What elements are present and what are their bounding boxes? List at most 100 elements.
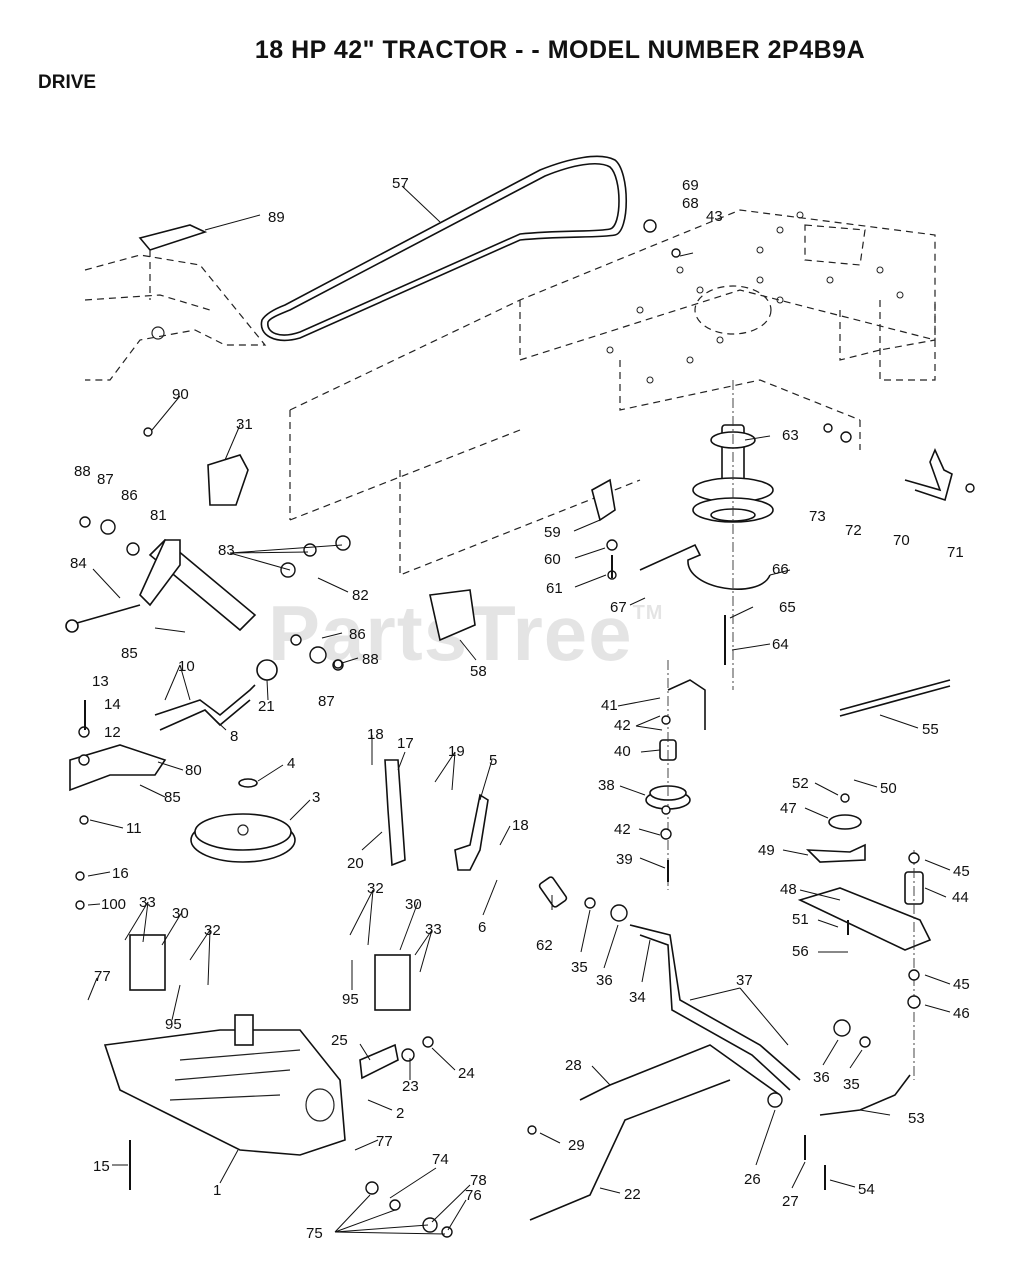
callout-95: 95 [165, 1016, 182, 1033]
callout-1: 1 [213, 1182, 221, 1199]
callout-19: 19 [448, 743, 465, 760]
callout-88b: 88 [362, 651, 379, 668]
part-22-rod [529, 1079, 731, 1221]
hardware-fasteners [75, 219, 975, 1238]
callout-21: 21 [258, 698, 275, 715]
callout-30: 30 [172, 905, 189, 922]
callout-22: 22 [624, 1186, 641, 1203]
callout-33b: 33 [425, 921, 442, 938]
callout-5: 5 [489, 752, 497, 769]
callout-80: 80 [185, 762, 202, 779]
callout-69: 69 [682, 177, 699, 194]
callout-43: 43 [706, 208, 723, 225]
callout-58: 58 [470, 663, 487, 680]
callout-3: 3 [312, 789, 320, 806]
part-3-drive-pulley [190, 813, 296, 863]
callout-36b: 36 [813, 1069, 830, 1086]
callout-2: 2 [396, 1105, 404, 1122]
callout-35: 35 [571, 959, 588, 976]
part-53-rod [819, 1074, 911, 1116]
callout-83: 83 [218, 542, 235, 559]
part-80-bracket [69, 744, 167, 792]
callout-82: 82 [352, 587, 369, 604]
callout-86b: 86 [349, 626, 366, 643]
callout-86: 86 [121, 487, 138, 504]
callout-10: 10 [178, 658, 195, 675]
callout-54: 54 [858, 1181, 875, 1198]
trademark-mark: TM [632, 602, 664, 624]
callout-61: 61 [546, 580, 563, 597]
callout-40: 40 [614, 743, 631, 760]
callout-15: 15 [93, 1158, 110, 1175]
callout-57: 57 [392, 175, 409, 192]
part-8-linkage [154, 684, 256, 731]
part-30-plate-right [374, 954, 411, 1011]
part-70-rod [904, 447, 953, 502]
callout-42b: 42 [614, 821, 631, 838]
callout-27: 27 [782, 1193, 799, 1210]
part-66-belt-guide [639, 543, 771, 590]
callout-100: 100 [101, 896, 126, 913]
callout-12: 12 [104, 724, 121, 741]
part-58-plate [429, 589, 476, 642]
part-4-ring [238, 778, 258, 788]
callout-52: 52 [792, 775, 809, 792]
callout-70: 70 [893, 532, 910, 549]
callout-37: 37 [736, 972, 753, 989]
part-59-bracket [591, 478, 616, 522]
callout-35b: 35 [843, 1076, 860, 1093]
part-57-belt [260, 155, 628, 342]
callout-51: 51 [792, 911, 809, 928]
callout-39: 39 [616, 851, 633, 868]
callout-41: 41 [601, 697, 618, 714]
callout-33: 33 [139, 894, 156, 911]
callout-45b: 45 [953, 976, 970, 993]
callout-75: 75 [306, 1225, 323, 1242]
callout-36: 36 [596, 972, 613, 989]
part-5-bracket [454, 793, 489, 871]
callout-31: 31 [236, 416, 253, 433]
callout-29: 29 [568, 1137, 585, 1154]
callout-25: 25 [331, 1032, 348, 1049]
callout-38: 38 [598, 777, 615, 794]
callout-28: 28 [565, 1057, 582, 1074]
callout-32b: 32 [367, 880, 384, 897]
part-47-pulley [828, 814, 862, 830]
callout-67: 67 [610, 599, 627, 616]
callout-73: 73 [809, 508, 826, 525]
part-30-plate-left [129, 934, 166, 991]
callout-77: 77 [94, 968, 111, 985]
part-81-shift-assembly [65, 538, 257, 633]
callout-24: 24 [458, 1065, 475, 1082]
part-31-bracket [207, 454, 249, 506]
callout-56: 56 [792, 943, 809, 960]
callout-46: 46 [953, 1005, 970, 1022]
callout-62: 62 [536, 937, 553, 954]
callout-71: 71 [947, 544, 964, 561]
part-55-spring [839, 679, 951, 717]
callout-87b: 87 [318, 693, 335, 710]
callout-59: 59 [544, 524, 561, 541]
callout-55: 55 [922, 721, 939, 738]
callout-32: 32 [204, 922, 221, 939]
callout-89: 89 [268, 209, 285, 226]
callout-90: 90 [172, 386, 189, 403]
callout-85: 85 [121, 645, 138, 662]
callout-18: 18 [367, 726, 384, 743]
hardware-bolts [84, 555, 849, 1190]
callout-78: 78 [470, 1172, 487, 1189]
callout-76: 76 [465, 1187, 482, 1204]
callout-20: 20 [347, 855, 364, 872]
part-49-bracket [805, 843, 866, 863]
callout-48: 48 [780, 881, 797, 898]
callout-18b: 18 [512, 817, 529, 834]
callout-4: 4 [287, 755, 295, 772]
frame-outline [289, 209, 936, 576]
callout-66: 66 [772, 561, 789, 578]
callout-72: 72 [845, 522, 862, 539]
section-heading: DRIVE [38, 72, 97, 93]
callout-64: 64 [772, 636, 789, 653]
fender-outline [84, 254, 267, 381]
callout-23: 23 [402, 1078, 419, 1095]
